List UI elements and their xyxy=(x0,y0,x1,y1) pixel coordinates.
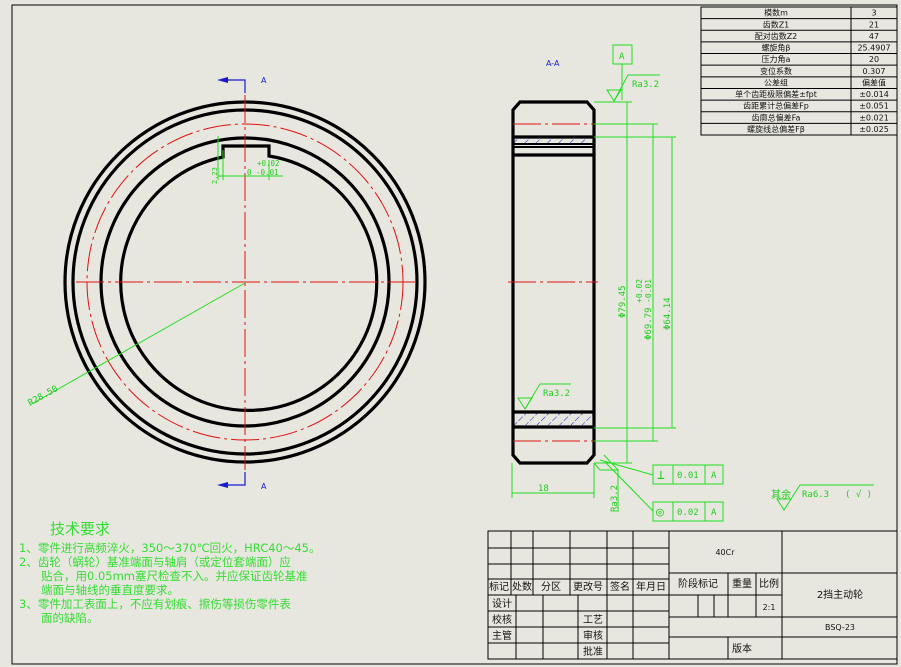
part-name: 2挡主动轮 xyxy=(817,588,863,601)
key-tol-lower: 0 -0.01 xyxy=(247,168,279,177)
material: 40Cr xyxy=(715,548,735,557)
tolerance-frame-perpendicularity: ⊥ 0.01 A xyxy=(652,464,724,485)
tech-req-line: 面的缺陷。 xyxy=(41,611,99,625)
section-arrow-bottom xyxy=(222,472,246,486)
param-value: ±0.025 xyxy=(859,125,889,134)
radius-dimension: R28.50 xyxy=(27,384,60,409)
pitch-diameter-dim: Φ69.79 xyxy=(644,307,654,340)
param-value: 21 xyxy=(869,20,879,29)
param-value: ±0.014 xyxy=(859,90,889,99)
hatch-top xyxy=(513,137,594,144)
scale-label: 比例 xyxy=(759,577,779,590)
param-name: 变位系数 xyxy=(760,66,792,76)
header-date: 年月日 xyxy=(636,580,666,593)
hatch-bottom xyxy=(513,412,594,425)
front-view: R28.50 2.23 +0.02 0 -0.01 A A xyxy=(27,76,427,491)
approve-label: 批准 xyxy=(583,645,603,658)
param-name: 齿数Z1 xyxy=(763,19,790,29)
concentricity-icon: ◎ xyxy=(656,505,664,520)
param-name: 压力角a xyxy=(762,54,791,64)
param-name: 齿距累计总偏差Fp xyxy=(743,101,809,111)
tech-req-line: 2、齿轮（蜗轮）基准端面与轴肩（或定位套端面）应 xyxy=(19,555,291,569)
pitch-tol-lower: -0.01 xyxy=(644,279,653,303)
arrow-head-icon xyxy=(217,77,228,83)
param-value: 0.307 xyxy=(863,67,886,76)
tolerance-frame-concentricity: ◎ 0.02 A xyxy=(652,501,724,522)
tolerance-value: 0.02 xyxy=(677,508,699,518)
datum-label: A xyxy=(619,52,625,62)
roughness-top: Ra3.2 xyxy=(632,80,659,90)
tech-req-title: 技术要求 xyxy=(50,520,110,538)
tech-req-line: 3、零件加工表面上，不应有划痕、擦伤等损伤零件表 xyxy=(19,597,291,611)
width-dim: 18 xyxy=(538,484,549,494)
tech-req-line: 端面与轴线的垂直度要求。 xyxy=(41,583,179,597)
header-mark: 标记 xyxy=(489,581,509,593)
param-name: 螺旋线总偏差Fβ xyxy=(747,124,805,134)
param-name: 配对齿数Z2 xyxy=(755,31,798,41)
param-name: 螺旋角β xyxy=(761,43,790,53)
header-zone: 分区 xyxy=(541,581,561,593)
tech-req-line: 贴合，用0.05mm塞尺检查不入。并应保证齿轮基准 xyxy=(41,569,308,583)
other-suffix: ( √ ) xyxy=(845,489,872,500)
roughness-side: Ra3.2 xyxy=(610,485,620,512)
param-value: ±0.051 xyxy=(859,102,889,111)
param-name: 公差组 xyxy=(764,77,788,87)
scale-value: 2:1 xyxy=(763,603,776,612)
drawing-number: BSQ-23 xyxy=(825,623,855,632)
gear-parameters-table: 模数m 3 齿数Z1 21 配对齿数Z2 47 螺旋角β 25.4907 压力角a 20 变位系数 0… xyxy=(700,6,898,136)
param-name: 齿廓总偏差Fa xyxy=(752,112,801,122)
tolerance-datum: A xyxy=(711,471,717,481)
dimension-lines xyxy=(511,44,676,512)
header-change-no: 更改号 xyxy=(573,580,603,593)
arrow-head-icon xyxy=(217,482,228,488)
param-value: 20 xyxy=(869,55,879,64)
tolerance-value: 0.01 xyxy=(677,471,699,481)
header-signature: 签名 xyxy=(610,580,630,593)
section-label-top: A xyxy=(261,76,267,85)
key-tol-upper: +0.02 xyxy=(257,159,280,168)
param-value: 偏差值 xyxy=(862,77,886,87)
other-value: Ra6.3 xyxy=(802,490,829,500)
param-value: ±0.021 xyxy=(859,113,889,122)
section-view-title: A-A xyxy=(546,59,560,68)
version-label: 版本 xyxy=(732,642,752,655)
technical-requirements: 技术要求 1、零件进行高频淬火，350～370℃回火，HRC40～45。 2、齿… xyxy=(19,520,321,625)
param-name: 单个齿距极限偏差±fpt xyxy=(735,89,817,99)
perpendicularity-icon: ⊥ xyxy=(657,468,665,483)
pitch-tol-upper: +0.02 xyxy=(635,279,644,303)
param-value: 25.4907 xyxy=(857,44,890,53)
radius-dimension-line xyxy=(29,282,246,406)
process-label: 工艺 xyxy=(583,614,603,626)
design-label: 设计 xyxy=(492,597,512,610)
tech-req-line: 1、零件进行高频淬火，350～370℃回火，HRC40～45。 xyxy=(19,541,321,555)
stage-mark-label: 阶段标记 xyxy=(678,577,718,590)
check-label: 校核 xyxy=(492,613,512,626)
gear-section-outline xyxy=(511,100,596,465)
tolerance-datum: A xyxy=(711,508,717,518)
param-value: 3 xyxy=(871,9,876,18)
root-diameter-dim: Φ64.14 xyxy=(663,297,673,330)
section-arrow-top xyxy=(222,79,246,93)
bore-with-keyway xyxy=(119,144,379,412)
title-block-text: 40Cr 标记 处数 分区 更改号 签名 年月日 阶段标记 重量 比例 2:1 … xyxy=(489,548,863,658)
review-label: 审核 xyxy=(583,629,603,642)
supervisor-label: 主管 xyxy=(492,629,512,642)
other-roughness: 其余 Ra6.3 ( √ ) xyxy=(771,484,874,511)
param-value: 47 xyxy=(869,32,879,41)
section-label-bottom: A xyxy=(261,482,267,491)
drawing-border xyxy=(11,4,898,665)
param-name: 模数m xyxy=(764,8,788,18)
section-view: A-A xyxy=(508,44,676,512)
weight-label: 重量 xyxy=(732,577,752,590)
roughness-mid: Ra3.2 xyxy=(543,389,570,399)
other-label: 其余 xyxy=(771,488,791,501)
key-height-dim: 2.23 xyxy=(211,167,219,184)
header-count: 处数 xyxy=(512,580,532,593)
outer-diameter-dim: Φ79.45 xyxy=(618,285,628,318)
title-block xyxy=(487,530,898,660)
